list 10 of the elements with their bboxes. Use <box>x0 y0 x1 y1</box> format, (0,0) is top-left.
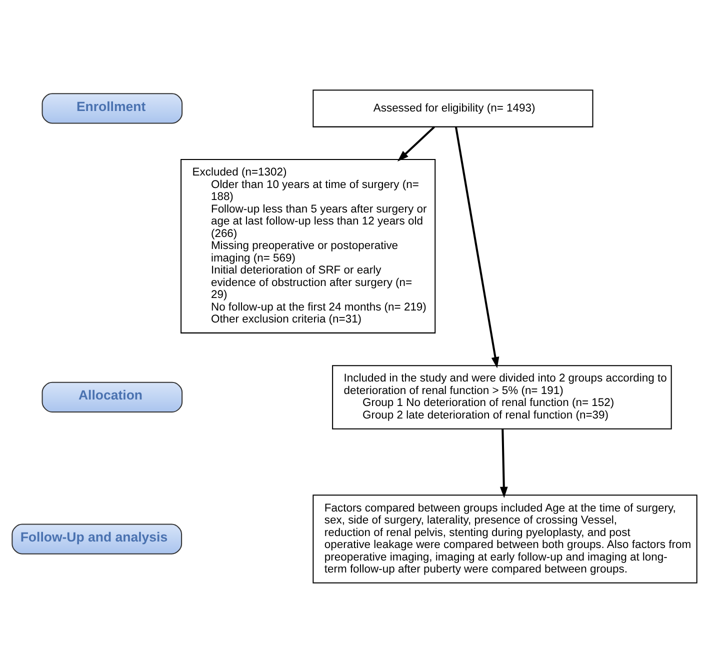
node-box: Enrollment <box>42 92 183 124</box>
arrow <box>500 428 508 498</box>
node-box: Excluded (n=1302) Older than 10 years at time of surgery (n= 188) Follow-up less than 5 years after surgery or age at last follow-up less than 12 years old (266) Missing preoperative or postoperative imaging (n= 569) Initial deterioration of SRF or early evidence of obstruction after surgery (n= 29) No follow-up at the first 24 months (n= 219) Other exclusion criteria (n=31) <box>180 158 436 333</box>
node-box: Assessed for eligibility (n= 1493) <box>312 89 594 127</box>
node-box: Allocation <box>42 381 183 412</box>
arrow <box>397 126 436 161</box>
node-box: Factors compared between groups included Age at the time of surgery, sex, side of surgery, laterality, presence of crossing Vessel, reduction of renal pelvis, stenting during pyeloplasty, and post operative leakage were compared between both groups. Also factors from preoperative imaging, imaging at early follow-up and imaging at long-term follow-up after puberty were compared between groups. <box>312 494 698 583</box>
node-box: Included in the study and were divided into 2 groups according to deterioration of renal function > 5% (n= 191) Group 1 No deterioration of renal function (n= 152) Group 2 late deterioration of renal function (n=39) <box>332 364 672 429</box>
arrow <box>454 126 500 368</box>
node-box: Follow-Up and analysis <box>12 523 182 554</box>
